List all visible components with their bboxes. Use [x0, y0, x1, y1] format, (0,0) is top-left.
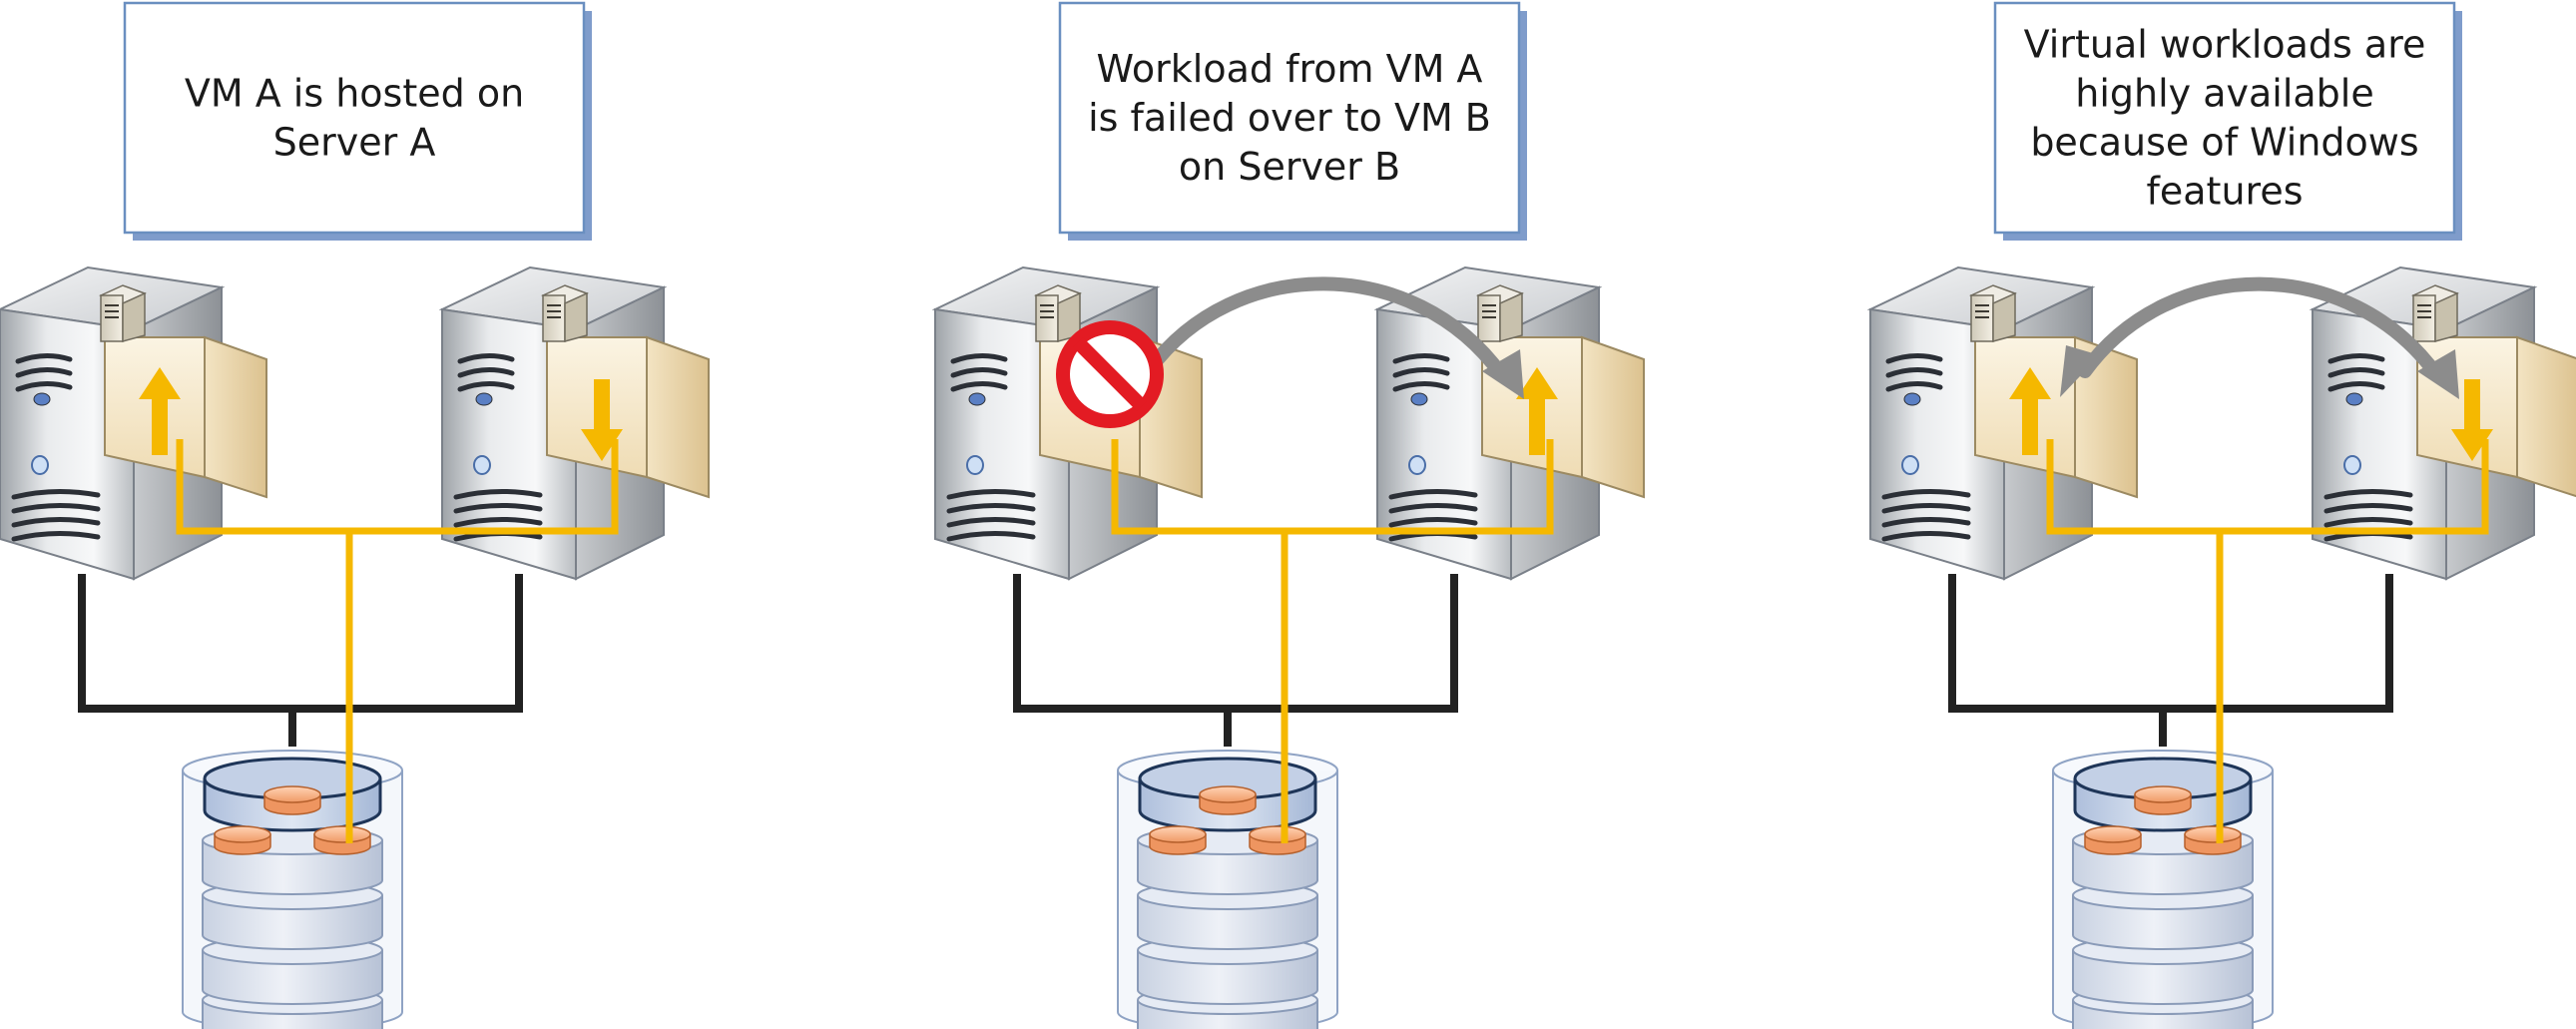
callout-box: VM A is hosted on Server A [123, 1, 592, 241]
mini-server-icon [541, 284, 589, 342]
arrowhead-icon [2060, 345, 2100, 397]
mini-server-icon [2411, 284, 2459, 342]
callout-line: Virtual workloads are [2024, 23, 2426, 67]
panel-3: Virtual workloads are highly available bec… [1866, 1, 2576, 1029]
callout-line: Server A [273, 121, 436, 165]
callout-box: Workload from VM A is failed over to VM B… [1058, 1, 1527, 241]
arrow-up-icon [139, 367, 181, 455]
callout-line: is failed over to VM B [1088, 96, 1491, 140]
callout-line: features [2147, 170, 2304, 214]
callout-frame [1058, 1, 1521, 235]
callout-line: on Server B [1179, 145, 1400, 189]
network-links [1948, 574, 2393, 747]
arrow-up-icon [1516, 367, 1558, 455]
cluster-links [2046, 439, 2489, 843]
mini-server-icon [99, 284, 147, 342]
shared-storage [2052, 750, 2274, 1029]
callout-frame [1993, 1, 2456, 235]
failover-arrow [1143, 276, 1508, 381]
cluster-links [176, 439, 619, 843]
cluster-links [1111, 439, 1554, 843]
network-links [78, 574, 523, 747]
network-links [1013, 574, 1458, 747]
vm-right [541, 284, 710, 499]
mini-server-icon [1034, 284, 1082, 342]
callout-frame [123, 1, 586, 235]
mini-server-icon [1969, 284, 2017, 342]
blocked-icon [1056, 320, 1164, 428]
panel-1: VM A is hosted on Server A [0, 1, 710, 1029]
vm-left [99, 284, 267, 499]
arrowhead-icon [2417, 349, 2459, 399]
callout-line: VM A is hosted on [185, 72, 524, 116]
callout-box: Virtual workloads are highly available bec… [1993, 1, 2462, 241]
shared-storage [1117, 750, 1338, 1029]
callout-line: highly available [2075, 72, 2374, 116]
arrowhead-icon [1482, 349, 1524, 399]
callout-line: Workload from VM A [1097, 47, 1483, 91]
panel-2: Workload from VM A is failed over to VM B… [931, 1, 1645, 1029]
failover-arrow [2078, 276, 2443, 381]
mini-server-icon [1476, 284, 1524, 342]
callout-line: because of Windows [2030, 121, 2418, 165]
shared-storage [182, 750, 403, 1029]
arrow-up-icon [2009, 367, 2051, 455]
